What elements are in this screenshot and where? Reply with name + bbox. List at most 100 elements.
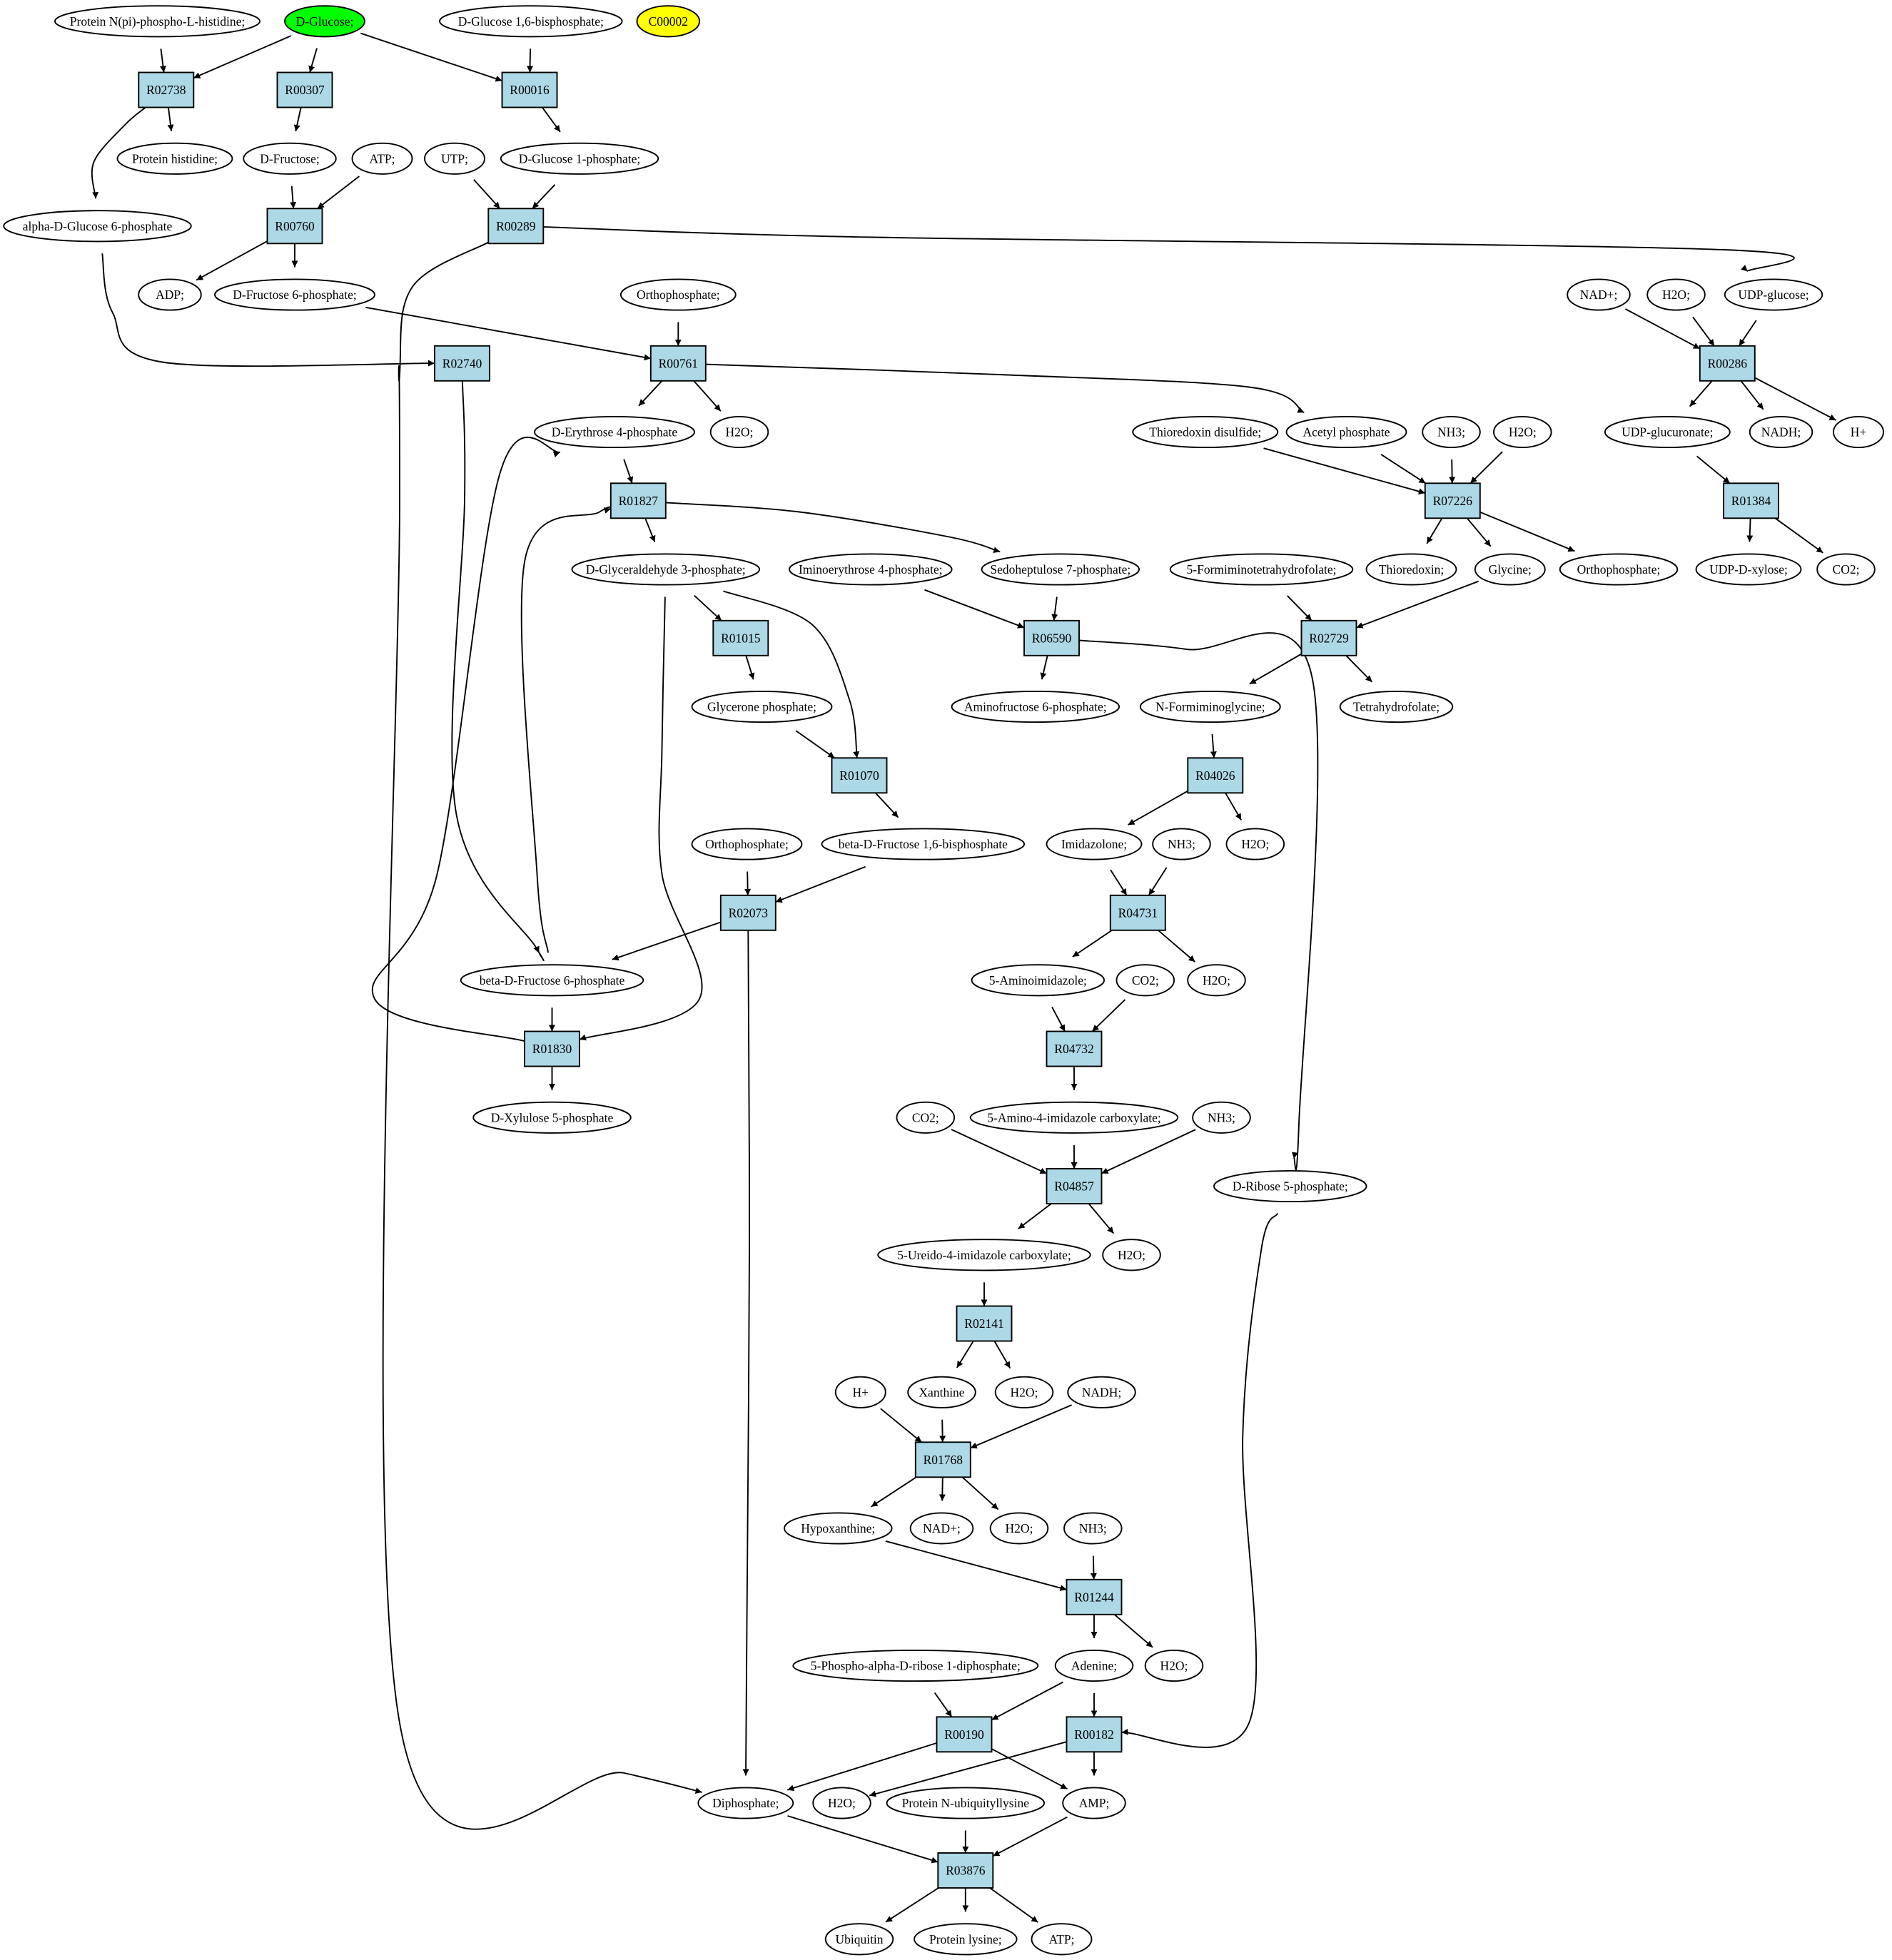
- compound-node-nh3_c[interactable]: NH3;: [1192, 1101, 1251, 1134]
- compound-node-h2o_e[interactable]: H2O;: [1187, 964, 1246, 997]
- reaction-node-R02738[interactable]: R02738: [138, 71, 195, 108]
- compound-node-nadp1[interactable]: NAD+;: [1567, 278, 1631, 311]
- compound-node-nh3_a[interactable]: NH3;: [1422, 415, 1481, 449]
- compound-node-gly[interactable]: Glycine;: [1474, 553, 1546, 586]
- reaction-node-R01015[interactable]: R01015: [712, 619, 769, 656]
- compound-node-5a4icx[interactable]: 5-Amino-4-imidazole carboxylate;: [969, 1101, 1179, 1134]
- compound-node-udpglcur[interactable]: UDP-glucuronate;: [1604, 415, 1731, 449]
- compound-node-udpxyl[interactable]: UDP-D-xylose;: [1695, 553, 1802, 586]
- compound-node-nadh1[interactable]: NADH;: [1749, 415, 1813, 449]
- reaction-node-R04731[interactable]: R04731: [1109, 894, 1166, 931]
- compound-node-hplus1[interactable]: H+: [1833, 415, 1884, 449]
- compound-node-prothis[interactable]: Protein histidine;: [116, 142, 233, 175]
- reaction-node-R00286[interactable]: R00286: [1699, 345, 1756, 382]
- reaction-node-R04026[interactable]: R04026: [1187, 757, 1244, 794]
- compound-node-h2o_a[interactable]: H2O;: [1646, 278, 1706, 311]
- reaction-node-R01244[interactable]: R01244: [1066, 1578, 1123, 1615]
- compound-node-af6p[interactable]: Aminofructose 6-phosphate;: [951, 690, 1120, 723]
- compound-node-5aimz[interactable]: 5-Aminoimidazole;: [971, 964, 1106, 997]
- compound-node-h2o_i[interactable]: H2O;: [1144, 1649, 1204, 1682]
- reaction-node-R00289[interactable]: R00289: [487, 208, 545, 245]
- reaction-node-R00760[interactable]: R00760: [266, 208, 323, 245]
- compound-node-orthop1[interactable]: Orthophosphate;: [619, 278, 737, 311]
- compound-node-h2o_d[interactable]: H2O;: [1225, 828, 1285, 860]
- compound-node-s7p[interactable]: Sedoheptulose 7-phosphate;: [981, 553, 1140, 586]
- compound-node-orthop3[interactable]: Orthophosphate;: [691, 828, 803, 860]
- compound-node-ie4p[interactable]: Iminoerythrose 4-phosphate;: [789, 553, 953, 586]
- reaction-node-R00307[interactable]: R00307: [276, 71, 333, 108]
- reaction-node-R00182[interactable]: R00182: [1066, 1716, 1123, 1753]
- compound-node-dfru[interactable]: D-Fructose;: [243, 142, 337, 175]
- compound-node-orthop2[interactable]: Orthophosphate;: [1559, 553, 1679, 586]
- compound-node-co2_a[interactable]: CO2;: [1816, 553, 1876, 586]
- compound-node-ade[interactable]: Adenine;: [1054, 1649, 1134, 1682]
- reaction-node-R02729[interactable]: R02729: [1300, 619, 1357, 656]
- compound-node-dglc1p[interactable]: D-Glucose 1-phosphate;: [500, 142, 659, 175]
- compound-node-aglc6p[interactable]: alpha-D-Glucose 6-phosphate: [3, 210, 192, 243]
- reaction-node-R04857[interactable]: R04857: [1046, 1168, 1103, 1204]
- reaction-node-R00016[interactable]: R00016: [501, 71, 558, 108]
- reaction-node-R01070[interactable]: R01070: [831, 757, 888, 794]
- compound-node-bfbp[interactable]: beta-D-Fructose 1,6-bisphosphate: [821, 828, 1026, 860]
- compound-node-ppi[interactable]: Diphosphate;: [697, 1787, 794, 1819]
- compound-node-g3p[interactable]: D-Glyceraldehyde 3-phosphate;: [571, 553, 761, 586]
- compound-node-utp[interactable]: UTP;: [424, 142, 485, 175]
- compound-node-atp2[interactable]: ATP;: [1031, 1923, 1093, 1956]
- reaction-node-R06590[interactable]: R06590: [1023, 619, 1080, 656]
- reaction-node-R04732[interactable]: R04732: [1046, 1030, 1103, 1067]
- compound-node-dglc16bp[interactable]: D-Glucose 1,6-bisphosphate;: [439, 5, 623, 38]
- reaction-node-R01830[interactable]: R01830: [524, 1030, 580, 1067]
- reaction-node-R07226[interactable]: R07226: [1424, 482, 1481, 519]
- reaction-node-R00761[interactable]: R00761: [649, 345, 707, 382]
- reaction-node-R01768[interactable]: R01768: [914, 1441, 971, 1478]
- compound-node-atp1[interactable]: ATP;: [351, 142, 413, 175]
- compound-node-nh3_b[interactable]: NH3;: [1152, 828, 1211, 860]
- reaction-node-R02073[interactable]: R02073: [719, 894, 776, 931]
- reaction-node-R03876[interactable]: R03876: [937, 1852, 994, 1889]
- compound-node-de4p[interactable]: D-Erythrose 4-phosphate: [534, 415, 695, 449]
- compound-node-amp[interactable]: AMP;: [1062, 1787, 1126, 1819]
- compound-node-nadh2[interactable]: NADH;: [1067, 1376, 1136, 1408]
- compound-node-nadp2[interactable]: NAD+;: [909, 1512, 974, 1545]
- reaction-node-R02141[interactable]: R02141: [956, 1305, 1013, 1342]
- compound-node-hplus2[interactable]: H+: [834, 1376, 886, 1408]
- compound-node-bf6p[interactable]: beta-D-Fructose 6-phosphate: [460, 964, 644, 997]
- reaction-node-R01827[interactable]: R01827: [609, 482, 667, 519]
- compound-node-ub[interactable]: Ubiquitin: [824, 1923, 894, 1956]
- compound-node-c00002[interactable]: C00002: [636, 5, 701, 38]
- compound-node-protlys[interactable]: Protein lysine;: [914, 1923, 1018, 1956]
- compound-node-trx[interactable]: Thioredoxin;: [1365, 553, 1457, 586]
- compound-node-glyp[interactable]: Glycerone phosphate;: [691, 690, 833, 723]
- compound-node-xan[interactable]: Xanthine: [907, 1376, 976, 1408]
- compound-node-h2o_h[interactable]: H2O;: [989, 1512, 1049, 1545]
- compound-node-co2_c[interactable]: CO2;: [896, 1101, 956, 1134]
- compound-node-thf[interactable]: Tetrahydrofolate;: [1339, 690, 1454, 723]
- compound-node-h2o_c[interactable]: H2O;: [1493, 415, 1552, 449]
- compound-node-h2o_f[interactable]: H2O;: [1102, 1239, 1161, 1271]
- compound-node-acp[interactable]: Acetyl phosphate: [1285, 415, 1407, 449]
- compound-node-5fthf[interactable]: 5-Formiminotetrahydrofolate;: [1169, 553, 1354, 586]
- compound-node-h2o_g[interactable]: H2O;: [994, 1376, 1054, 1408]
- compound-node-trxds[interactable]: Thioredoxin disulfide;: [1132, 415, 1279, 449]
- compound-node-dfru6p[interactable]: D-Fructose 6-phosphate;: [214, 278, 375, 311]
- compound-node-nfgly[interactable]: N-Formiminoglycine;: [1139, 690, 1281, 723]
- reaction-node-R00190[interactable]: R00190: [936, 1716, 993, 1753]
- reaction-node-R01384[interactable]: R01384: [1723, 482, 1779, 519]
- compound-ellipse: [116, 142, 233, 175]
- compound-node-h2o_j[interactable]: H2O;: [812, 1787, 871, 1819]
- compound-node-co2_b[interactable]: CO2;: [1116, 964, 1175, 997]
- compound-node-nh3_d[interactable]: NH3;: [1063, 1512, 1123, 1545]
- compound-node-pnub[interactable]: Protein N-ubiquityllysine: [886, 1787, 1046, 1819]
- compound-node-hypx[interactable]: Hypoxanthine;: [784, 1512, 893, 1545]
- compound-node-imidz[interactable]: Imidazolone;: [1046, 828, 1143, 860]
- compound-node-prpp[interactable]: 5-Phospho-alpha-D-ribose 1-diphosphate;: [792, 1649, 1039, 1682]
- compound-node-dglc[interactable]: D-Glucose;: [284, 5, 365, 38]
- compound-node-dr5p[interactable]: D-Ribose 5-phosphate;: [1213, 1169, 1367, 1203]
- compound-node-adp[interactable]: ADP;: [138, 278, 202, 311]
- compound-node-5u4icx[interactable]: 5-Ureido-4-imidazole carboxylate;: [877, 1239, 1091, 1271]
- compound-node-udpglc[interactable]: UDP-glucose;: [1724, 278, 1823, 311]
- compound-node-pnphis[interactable]: Protein N(pi)-phospho-L-histidine;: [54, 5, 260, 38]
- compound-node-h2o_b[interactable]: H2O;: [709, 415, 769, 449]
- compound-node-dx5p[interactable]: D-Xylulose 5-phosphate: [472, 1101, 632, 1134]
- reaction-node-R02740[interactable]: R02740: [434, 345, 490, 382]
